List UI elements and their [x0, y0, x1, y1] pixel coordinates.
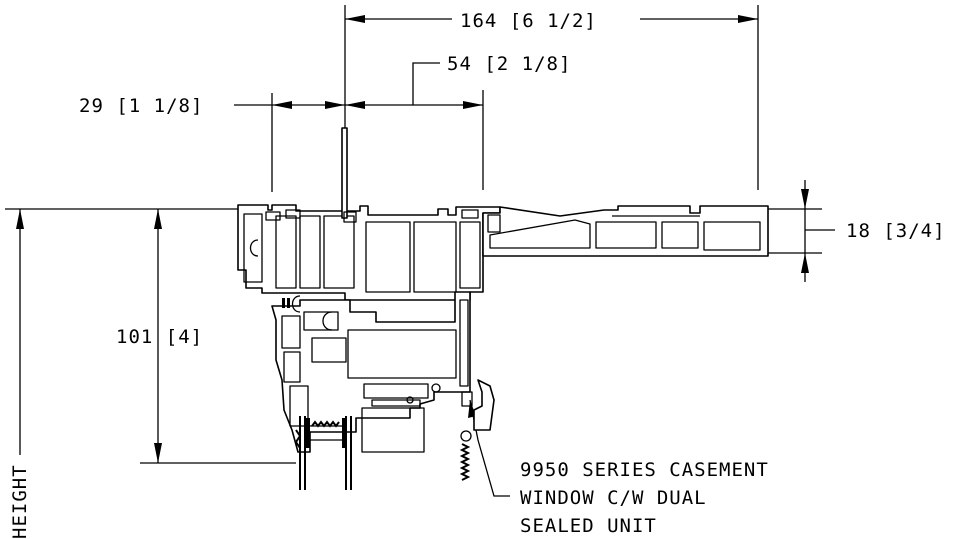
- note-line-3: SEALED UNIT: [520, 515, 657, 537]
- sash-profile: [271, 291, 495, 481]
- sill-thickness-label: 18 [3/4]: [846, 220, 946, 242]
- inner-width-dimension: 54 [2 1/8]: [345, 53, 571, 190]
- sash-width-label: 29 [1 1/8]: [79, 95, 203, 117]
- product-note: 9950 SERIES CASEMENT WINDOW C/W DUAL SEA…: [468, 399, 769, 537]
- sill-thickness-dimension: 18 [3/4]: [768, 180, 946, 282]
- height-label: 101 [4]: [116, 326, 203, 348]
- frame-profile: [237, 127, 769, 301]
- side-height-label: HEIGHT: [9, 464, 31, 539]
- overall-height-dimension: HEIGHT: [9, 209, 31, 539]
- height-dimension: 101 [4]: [5, 208, 296, 464]
- overall-width-label: 164 [6 1/2]: [460, 10, 597, 32]
- sealed-glazing-unit: [294, 416, 352, 490]
- sash-width-dimension: 29 [1 1/8]: [79, 93, 345, 192]
- inner-width-label: 54 [2 1/8]: [447, 53, 571, 75]
- overall-width-dimension: 164 [6 1/2]: [344, 5, 759, 190]
- note-line-2: WINDOW C/W DUAL: [520, 487, 707, 509]
- note-line-1: 9950 SERIES CASEMENT: [520, 459, 769, 481]
